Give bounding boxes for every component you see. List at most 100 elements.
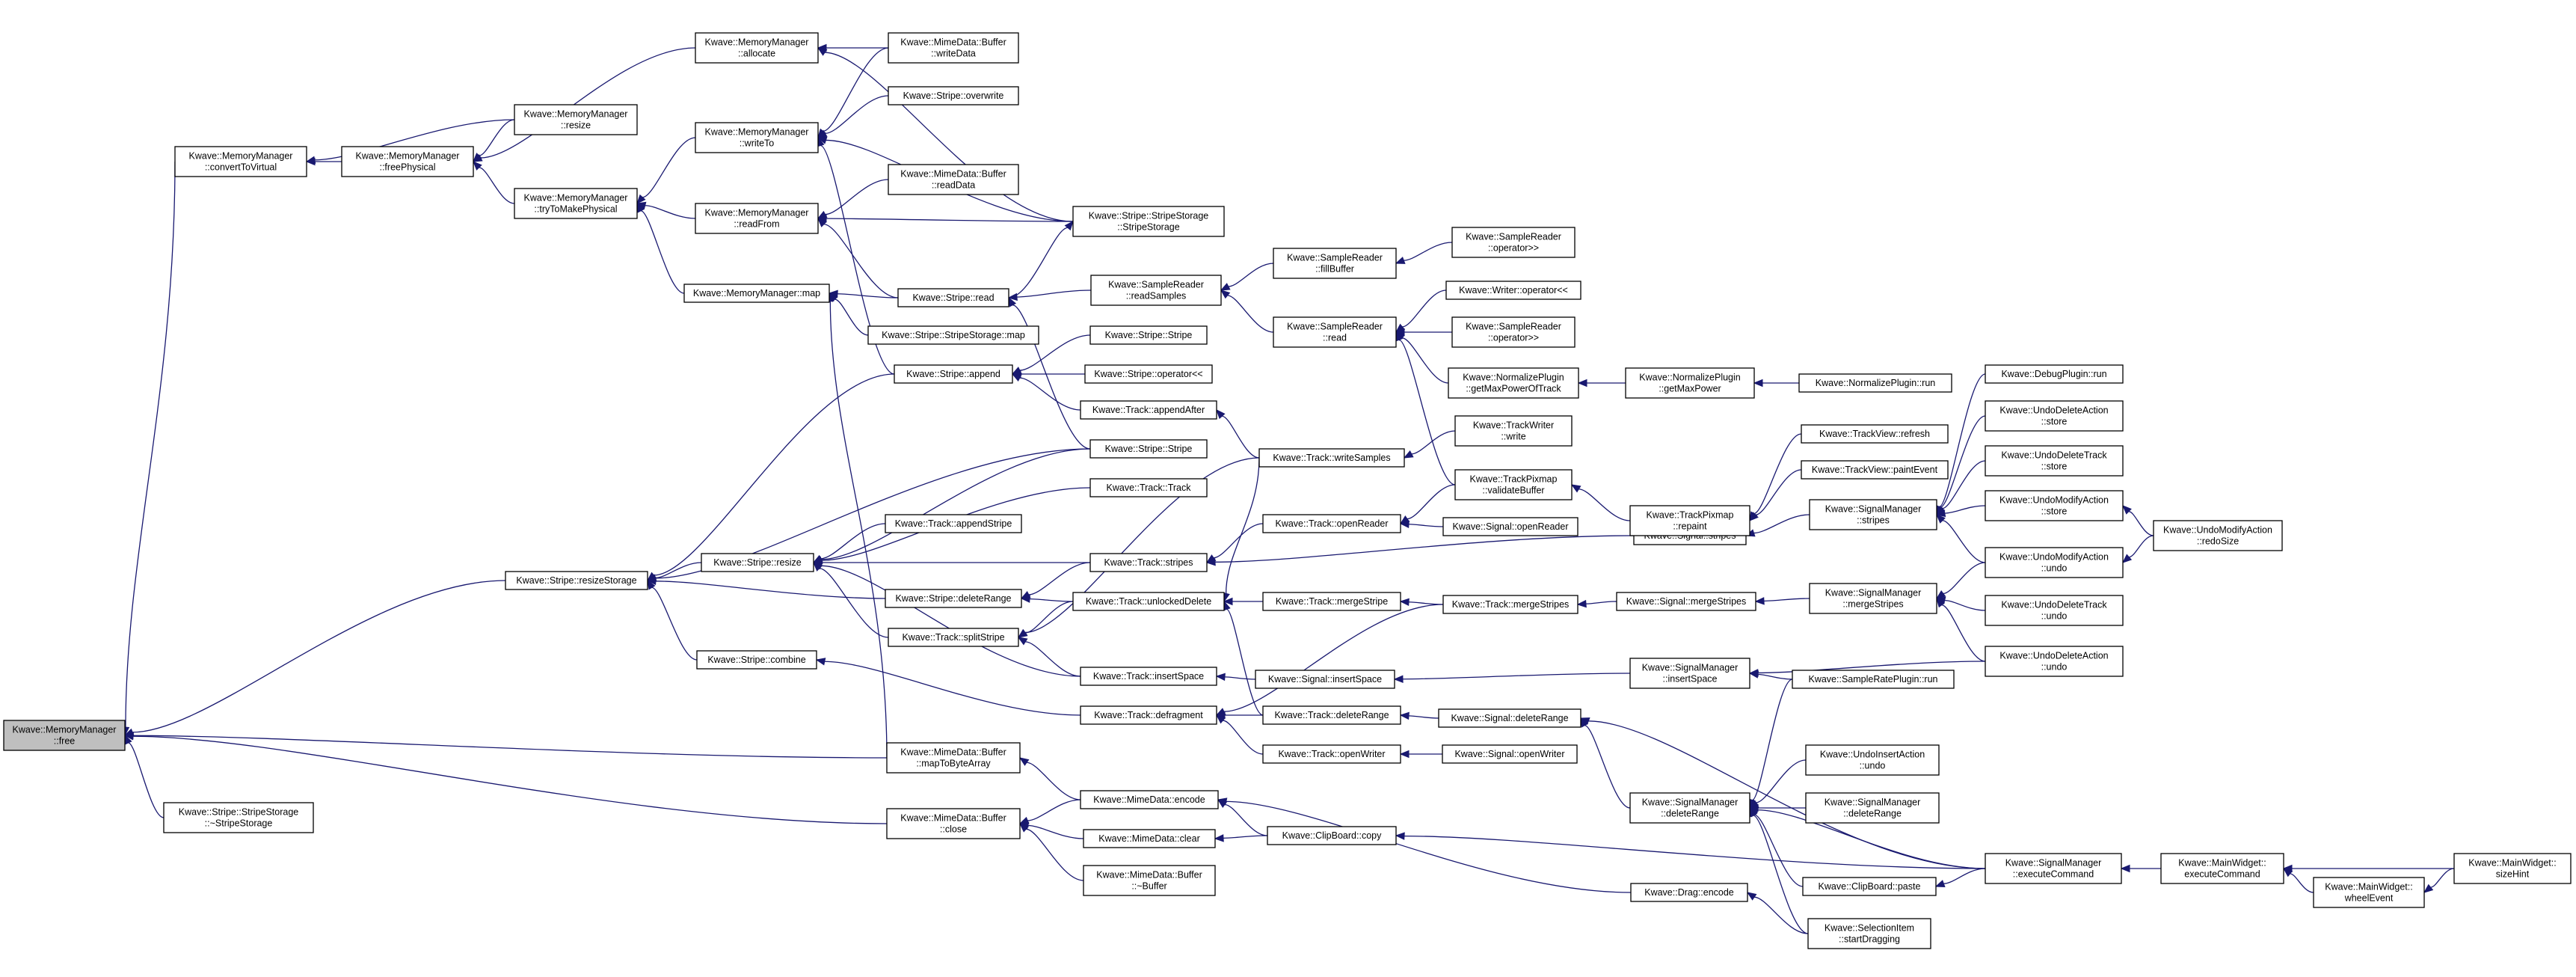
node-ssStripeStorage[interactable]: Kwave::Stripe::StripeStorage::StripeStor…	[1072, 206, 1225, 237]
node-convertToVirtual[interactable]: Kwave::MemoryManager::convertToVirtual	[174, 146, 307, 177]
node-tvPaintEvent[interactable]: Kwave::TrackView::paintEvent	[1801, 460, 1949, 480]
node-trackDeleteRange[interactable]: Kwave::Track::deleteRange	[1262, 705, 1401, 725]
node-stripeStripe2[interactable]: Kwave::Stripe::Stripe	[1089, 439, 1208, 459]
node-box[interactable]	[1805, 744, 1940, 776]
node-validateBuffer[interactable]: Kwave::TrackPixmap::validateBuffer	[1454, 469, 1573, 500]
node-mdBufferDestructor[interactable]: Kwave::MimeData::Buffer::~Buffer	[1083, 865, 1216, 896]
node-mdReadData[interactable]: Kwave::MimeData::Buffer::readData	[888, 164, 1019, 195]
node-trackMergeStripe[interactable]: Kwave::Track::mergeStripe	[1262, 592, 1401, 611]
node-box[interactable]	[2453, 853, 2572, 884]
node-umaStore[interactable]: Kwave::UndoModifyAction::store	[1985, 490, 2124, 521]
node-box[interactable]	[867, 325, 1039, 345]
node-box[interactable]	[1255, 670, 1395, 689]
node-box[interactable]	[888, 32, 1019, 64]
node-sampleRateRun[interactable]: Kwave::SampleRatePlugin::run	[1792, 670, 1955, 689]
node-smDeleteRange[interactable]: Kwave::SignalManager::deleteRange	[1629, 792, 1750, 824]
node-writeTo[interactable]: Kwave::MemoryManager::writeTo	[695, 122, 819, 153]
node-box[interactable]	[1258, 448, 1405, 468]
node-box[interactable]	[888, 164, 1019, 195]
node-box[interactable]	[1985, 547, 2124, 578]
node-signalOpenReader[interactable]: Kwave::Signal::openReader	[1442, 517, 1579, 536]
node-box[interactable]	[1262, 744, 1401, 764]
node-box[interactable]	[1080, 400, 1217, 420]
node-box[interactable]	[885, 514, 1022, 533]
node-box[interactable]	[695, 203, 819, 234]
node-box[interactable]	[1985, 445, 2124, 477]
node-box[interactable]	[1985, 853, 2122, 884]
node-box[interactable]	[1802, 877, 1937, 896]
node-normalizeRun[interactable]: Kwave::NormalizePlugin::run	[1798, 373, 1952, 393]
node-box[interactable]	[886, 808, 1021, 839]
node-tvRefresh[interactable]: Kwave::TrackView::refresh	[1801, 424, 1949, 444]
node-readSamples[interactable]: Kwave::SampleReader::readSamples	[1090, 275, 1222, 306]
node-box[interactable]	[695, 122, 819, 153]
node-stripeAppend[interactable]: Kwave::Stripe::append	[894, 364, 1013, 384]
node-box[interactable]	[1273, 316, 1397, 348]
node-trackAppendStripe[interactable]: Kwave::Track::appendStripe	[885, 514, 1022, 533]
node-box[interactable]	[1262, 514, 1401, 533]
node-trackSplitStripe[interactable]: Kwave::Track::splitStripe	[888, 628, 1019, 647]
node-trackStripes[interactable]: Kwave::Track::stripes	[1089, 553, 1208, 572]
node-box[interactable]	[1454, 415, 1573, 447]
node-box[interactable]	[897, 288, 1009, 307]
node-stripeStripe1[interactable]: Kwave::Stripe::Stripe	[1089, 325, 1208, 345]
node-box[interactable]	[174, 146, 307, 177]
node-box[interactable]	[1089, 325, 1208, 345]
node-box[interactable]	[888, 86, 1019, 105]
node-box[interactable]	[894, 364, 1013, 384]
node-fillBuffer[interactable]: Kwave::SampleReader::fillBuffer	[1273, 248, 1397, 279]
node-box[interactable]	[514, 104, 638, 135]
node-box[interactable]	[1798, 373, 1952, 393]
node-debugRun[interactable]: Kwave::DebugPlugin::run	[1985, 364, 2124, 384]
node-box[interactable]	[1629, 658, 1750, 689]
node-box[interactable]	[1089, 439, 1208, 459]
node-box[interactable]	[1445, 281, 1581, 300]
node-smExecuteCommand[interactable]: Kwave::SignalManager::executeCommand	[1985, 853, 2122, 884]
node-box[interactable]	[1451, 316, 1576, 348]
node-srRead[interactable]: Kwave::SampleReader::read	[1273, 316, 1397, 348]
node-mdClear[interactable]: Kwave::MimeData::clear	[1083, 829, 1216, 848]
node-stripeDeleteRange[interactable]: Kwave::Stripe::deleteRange	[885, 589, 1022, 608]
node-signalMergeStripes[interactable]: Kwave::Signal::mergeStripes	[1616, 592, 1756, 611]
node-box[interactable]	[1080, 790, 1219, 809]
node-box[interactable]	[1629, 505, 1750, 536]
node-smInsertSpace[interactable]: Kwave::SignalManager::insertSpace	[1629, 658, 1750, 689]
node-readFrom[interactable]: Kwave::MemoryManager::readFrom	[695, 203, 819, 234]
node-freePhysical[interactable]: Kwave::MemoryManager::freePhysical	[341, 146, 474, 177]
node-repaint[interactable]: Kwave::TrackPixmap::repaint	[1629, 505, 1750, 536]
node-stripeResize[interactable]: Kwave::Stripe::resize	[701, 553, 814, 572]
node-box[interactable]	[1985, 400, 2124, 432]
node-box[interactable]	[1454, 469, 1573, 500]
node-box[interactable]	[886, 742, 1021, 774]
node-stripeRead[interactable]: Kwave::Stripe::read	[897, 288, 1009, 307]
node-box[interactable]	[1985, 646, 2124, 677]
node-trackTrack[interactable]: Kwave::Track::Track	[1089, 478, 1208, 497]
node-mwExecuteCommand[interactable]: Kwave::MainWidget::executeCommand	[2160, 853, 2284, 884]
node-trackAppendAfter[interactable]: Kwave::Track::appendAfter	[1080, 400, 1217, 420]
node-box[interactable]	[885, 589, 1022, 608]
node-stripeOverwrite[interactable]: Kwave::Stripe::overwrite	[888, 86, 1019, 105]
node-udaStore[interactable]: Kwave::UndoDeleteAction::store	[1985, 400, 2124, 432]
node-ssMap[interactable]: Kwave::Stripe::StripeStorage::map	[867, 325, 1039, 345]
node-srOperatorGG1[interactable]: Kwave::SampleReader::operator>>	[1451, 227, 1576, 258]
node-stripeOperatorLL[interactable]: Kwave::Stripe::operator<<	[1084, 364, 1213, 384]
node-mdWriteData[interactable]: Kwave::MimeData::Buffer::writeData	[888, 32, 1019, 64]
node-trackMergeStripes[interactable]: Kwave::Track::mergeStripes	[1442, 595, 1579, 614]
node-signalOpenWriter[interactable]: Kwave::Signal::openWriter	[1442, 744, 1578, 764]
node-box[interactable]	[1084, 364, 1213, 384]
node-box[interactable]	[683, 284, 830, 303]
node-getMaxPower[interactable]: Kwave::NormalizePlugin::getMaxPower	[1625, 367, 1755, 399]
node-box[interactable]	[1262, 705, 1401, 725]
node-box[interactable]	[1442, 517, 1579, 536]
node-trackOpenWriter[interactable]: Kwave::Track::openWriter	[1262, 744, 1401, 764]
node-stripeCombine[interactable]: Kwave::Stripe::combine	[696, 650, 817, 670]
node-box[interactable]	[1807, 918, 1931, 949]
node-signalInsertSpace[interactable]: Kwave::Signal::insertSpace	[1255, 670, 1395, 689]
node-mwWheelEvent[interactable]: Kwave::MainWidget::wheelEvent	[2313, 877, 2425, 908]
node-udtStore[interactable]: Kwave::UndoDeleteTrack::store	[1985, 445, 2124, 477]
node-umaUndo[interactable]: Kwave::UndoModifyAction::undo	[1985, 547, 2124, 578]
node-box[interactable]	[1625, 367, 1755, 399]
node-box[interactable]	[1080, 705, 1217, 725]
node-startDragging[interactable]: Kwave::SelectionItem::startDragging	[1807, 918, 1931, 949]
node-trackDefragment[interactable]: Kwave::Track::defragment	[1080, 705, 1217, 725]
